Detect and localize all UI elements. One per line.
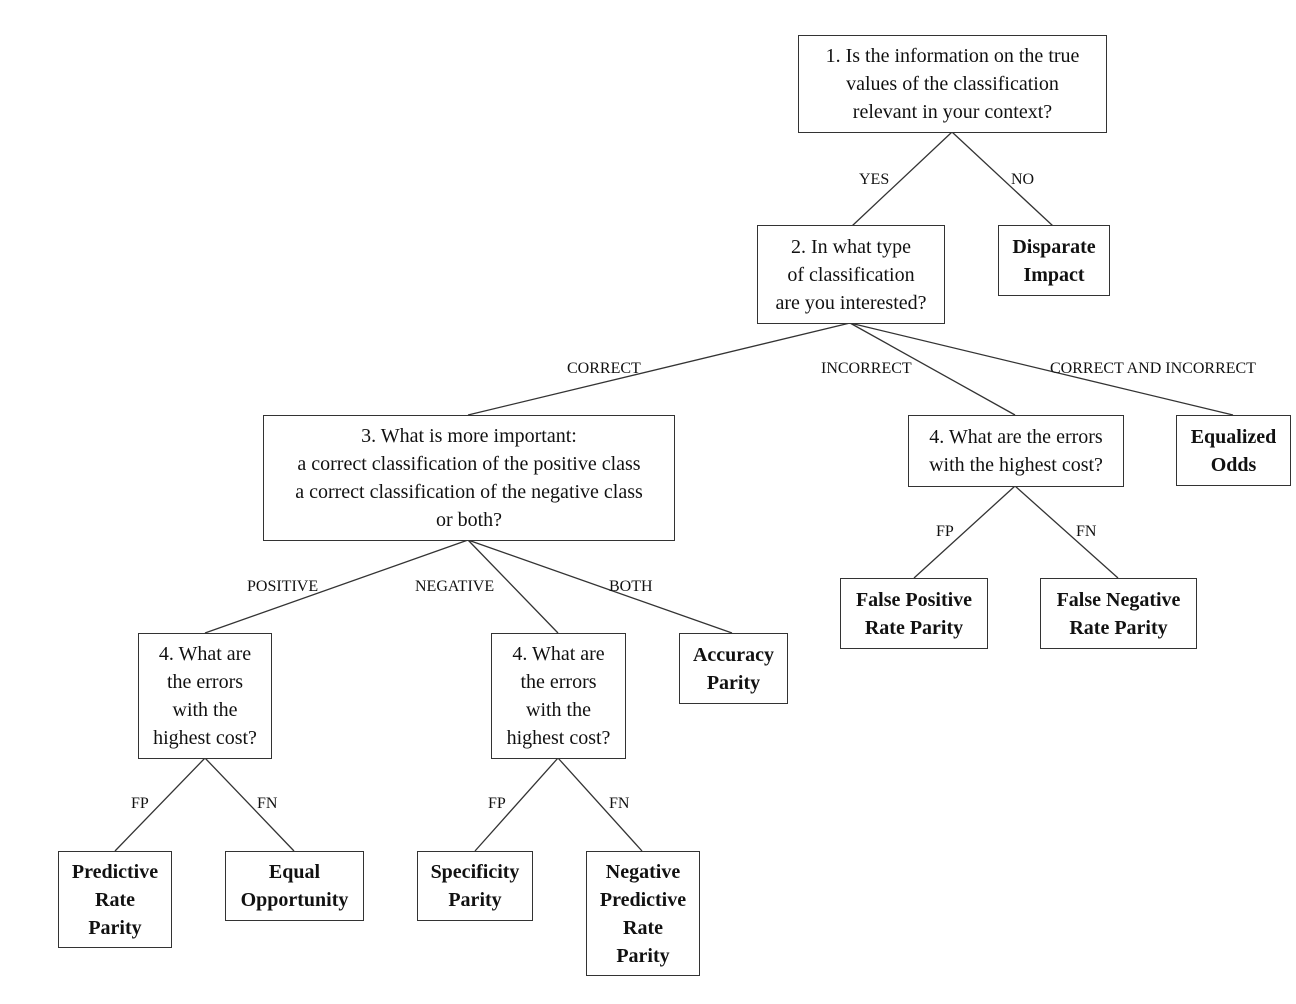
outcome-negative-predictive-rate-parity: Negative Predictive Rate Parity (586, 851, 700, 976)
edge-q2-correct (467, 322, 851, 416)
edge-q2-incorrect (849, 322, 1016, 416)
edge-label-fp-negative: FP (488, 795, 506, 812)
edge-label-correct-and-incorrect: CORRECT AND INCORRECT (1050, 360, 1256, 377)
edge-label-negative: NEGATIVE (415, 578, 495, 595)
edge-q4p-fp (114, 757, 206, 852)
outcome-equal-opportunity: Equal Opportunity (225, 851, 364, 921)
edge-q4i-fp (913, 485, 1016, 579)
edge-q3-both (467, 539, 733, 634)
question-4-negative-box: 4. What are the errors with the highest … (491, 633, 626, 759)
outcome-specificity-parity: Specificity Parity (417, 851, 533, 921)
edge-label-fp-positive: FP (131, 795, 149, 812)
edge-label-fp-incorrect: FP (936, 523, 954, 540)
edge-label-fn-incorrect: FN (1076, 523, 1097, 540)
edge-q4i-fn (1014, 485, 1119, 579)
question-4-incorrect-box: 4. What are the errors with the highest … (908, 415, 1124, 487)
edge-label-incorrect: INCORRECT (821, 360, 912, 377)
edge-label-fn-positive: FN (257, 795, 278, 812)
outcome-false-positive-rate-parity: False Positive Rate Parity (840, 578, 988, 649)
edge-label-positive: POSITIVE (247, 578, 319, 595)
edge-q3-positive (204, 539, 469, 634)
edge-q4p-fn (204, 757, 295, 852)
outcome-predictive-rate-parity: Predictive Rate Parity (58, 851, 172, 948)
outcome-disparate-impact: Disparate Impact (998, 225, 1110, 296)
question-2-box: 2. In what type of classification are yo… (757, 225, 945, 324)
outcome-false-negative-rate-parity: False Negative Rate Parity (1040, 578, 1197, 649)
question-1-box: 1. Is the information on the true values… (798, 35, 1107, 133)
question-4-positive-box: 4. What are the errors with the highest … (138, 633, 272, 759)
edge-q4n-fp (474, 757, 559, 852)
edge-label-no: NO (1011, 171, 1035, 188)
question-3-box: 3. What is more important: a correct cla… (263, 415, 675, 541)
edge-q4n-fn (557, 757, 643, 852)
outcome-accuracy-parity: Accuracy Parity (679, 633, 788, 704)
edge-q3-negative (467, 539, 559, 634)
edge-q2-correct-and-incorrect (849, 322, 1234, 416)
edge-label-both: BOTH (609, 578, 653, 595)
edge-label-fn-negative: FN (609, 795, 630, 812)
edge-label-correct: CORRECT (567, 360, 641, 377)
edge-q1-no (951, 131, 1054, 227)
edge-q1-yes (851, 131, 953, 227)
edge-label-yes: YES (859, 171, 890, 188)
outcome-equalized-odds: Equalized Odds (1176, 415, 1291, 486)
